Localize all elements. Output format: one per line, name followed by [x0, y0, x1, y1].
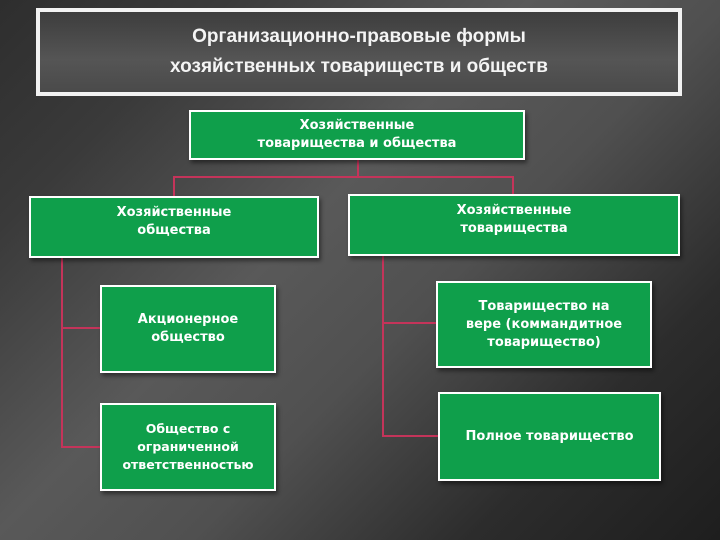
connector-societies-llc — [61, 328, 100, 448]
node-root-line-2: товарищества и общества — [257, 136, 457, 151]
title-line-2: хозяйственных товариществ и обществ — [170, 56, 548, 77]
connector-root-societies — [173, 160, 359, 196]
node-llc-line-1: Общество с — [145, 421, 231, 436]
node-partnerships-line-2: товарищества — [460, 221, 568, 236]
connector-partnerships-limited — [382, 256, 436, 324]
node-limited-partnership-line-2: вере (коммандитное — [465, 316, 623, 332]
node-societies: Хозяйственные общества — [29, 196, 319, 258]
node-limited-partnership-line-3: товарищество) — [487, 334, 601, 350]
node-joint-stock: Акционерное общество — [100, 285, 276, 373]
node-root-line-1: Хозяйственные — [299, 118, 415, 133]
node-partnerships-line-1: Хозяйственные — [456, 203, 572, 218]
connector-societies-joint-stock — [61, 258, 100, 329]
node-llc-line-2: ограниченной — [137, 439, 239, 454]
node-societies-line-2: общества — [137, 223, 211, 238]
node-general-partnership: Полное товарищество — [438, 392, 661, 481]
node-llc: Общество с ограниченной ответственностью — [100, 403, 276, 491]
node-root: Хозяйственные товарищества и общества — [189, 110, 525, 160]
node-llc-line-3: ответственностью — [122, 457, 254, 472]
node-limited-partnership-line-1: Товарищество на — [478, 298, 610, 314]
node-partnerships: Хозяйственные товарищества — [348, 194, 680, 256]
diagram-title: Организационно-правовые формы хозяйствен… — [36, 8, 682, 96]
node-limited-partnership: Товарищество на вере (коммандитное товар… — [436, 281, 652, 368]
node-general-partnership-line-1: Полное товарищество — [465, 429, 634, 444]
node-joint-stock-line-2: общество — [151, 330, 225, 345]
node-joint-stock-line-1: Акционерное — [137, 312, 239, 327]
connector-root-partnerships — [358, 176, 514, 194]
node-societies-line-1: Хозяйственные — [116, 205, 232, 220]
title-line-1: Организационно-правовые формы — [192, 26, 526, 47]
connector-partnerships-general — [382, 323, 438, 437]
